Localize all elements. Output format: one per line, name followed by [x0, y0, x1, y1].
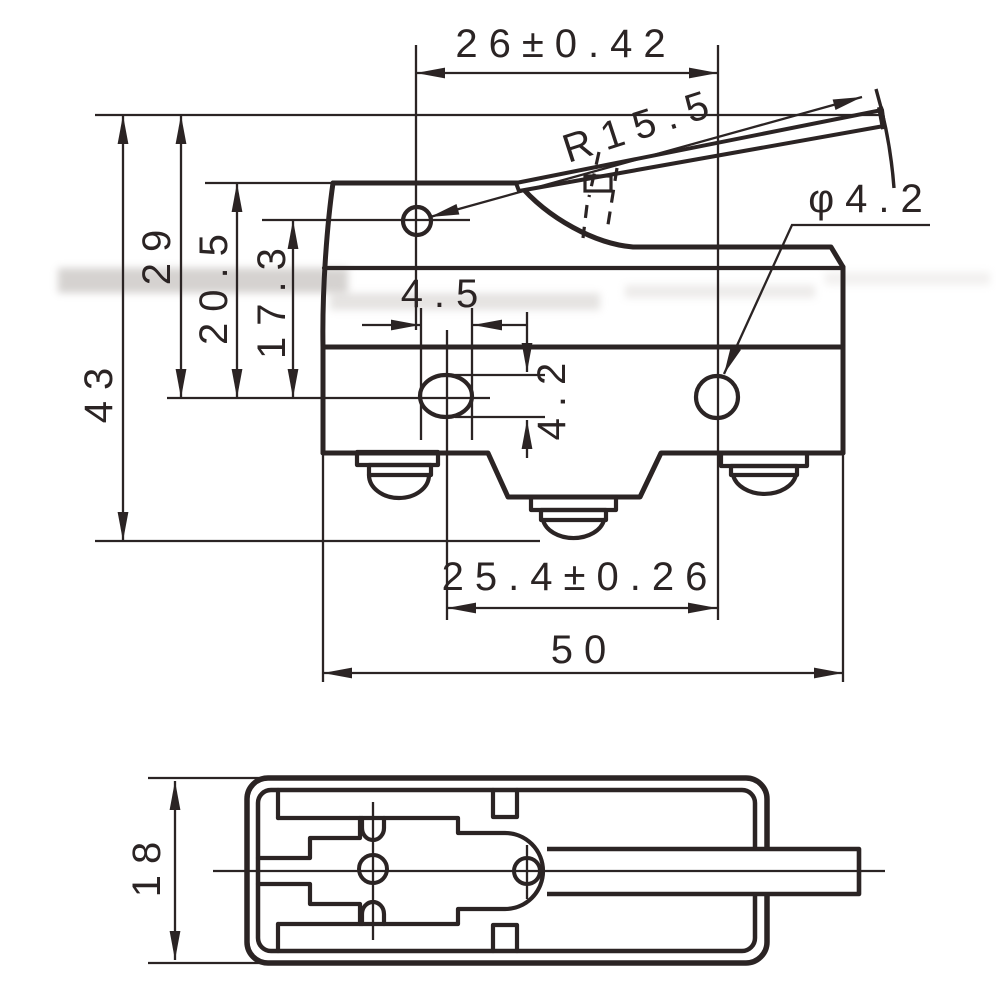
- terminal-left: [354, 449, 441, 501]
- dim-label-50: 50: [551, 628, 618, 672]
- dimension-lines: [117, 67, 930, 679]
- terminal-right: [718, 450, 810, 496]
- terminal-band: [366, 462, 434, 478]
- terminal-dome: [540, 517, 607, 541]
- diameter-leader-phi4-2: [722, 223, 930, 375]
- dim-label-29: 29: [135, 219, 179, 286]
- dim-label-phi4-2: φ4.2: [808, 177, 934, 221]
- terminal-dome: [730, 472, 799, 496]
- dim-label-4-5: 4.5: [401, 272, 490, 316]
- smudge: [330, 293, 600, 310]
- dim-label-17-3: 17.3: [250, 237, 294, 359]
- radius-leader-r15-5: [429, 95, 863, 219]
- centerlines: [213, 802, 885, 940]
- terminal-dome: [366, 472, 432, 501]
- smudge: [825, 272, 990, 285]
- dim-label-25-4: 25.4±0.26: [442, 555, 719, 599]
- front-view: 26±0.42 R15.5 φ4.2 43 29 20.5 17.3 4.5 4…: [77, 22, 934, 682]
- terminal-band: [538, 507, 609, 523]
- dim-label-20-5: 20.5: [192, 223, 236, 345]
- smudge: [58, 268, 348, 293]
- dim-label-18: 18: [125, 831, 169, 898]
- interior-tab-bottom: [490, 922, 520, 954]
- interior-step-top: [255, 815, 363, 861]
- interior-step-bottom: [255, 881, 363, 927]
- dimension-18: 18: [125, 776, 260, 965]
- lever-swing-arc: [874, 88, 896, 189]
- terminal-band: [728, 463, 800, 478]
- switch-head-outline: [320, 180, 846, 350]
- terminal-center: [528, 494, 619, 541]
- head-left-edge: [320, 180, 336, 350]
- interior-tab-top: [490, 787, 520, 820]
- scan-smudges: [58, 268, 990, 310]
- dim-label-26: 26±0.42: [455, 22, 676, 66]
- dim-label-4-2: 4.2: [530, 352, 574, 441]
- dimension-labels: 26±0.42 R15.5 φ4.2 43 29 20.5 17.3 4.5 4…: [77, 22, 934, 672]
- smudge: [625, 285, 815, 298]
- dim-label-43: 43: [77, 357, 121, 424]
- bottom-view: 18: [125, 775, 885, 966]
